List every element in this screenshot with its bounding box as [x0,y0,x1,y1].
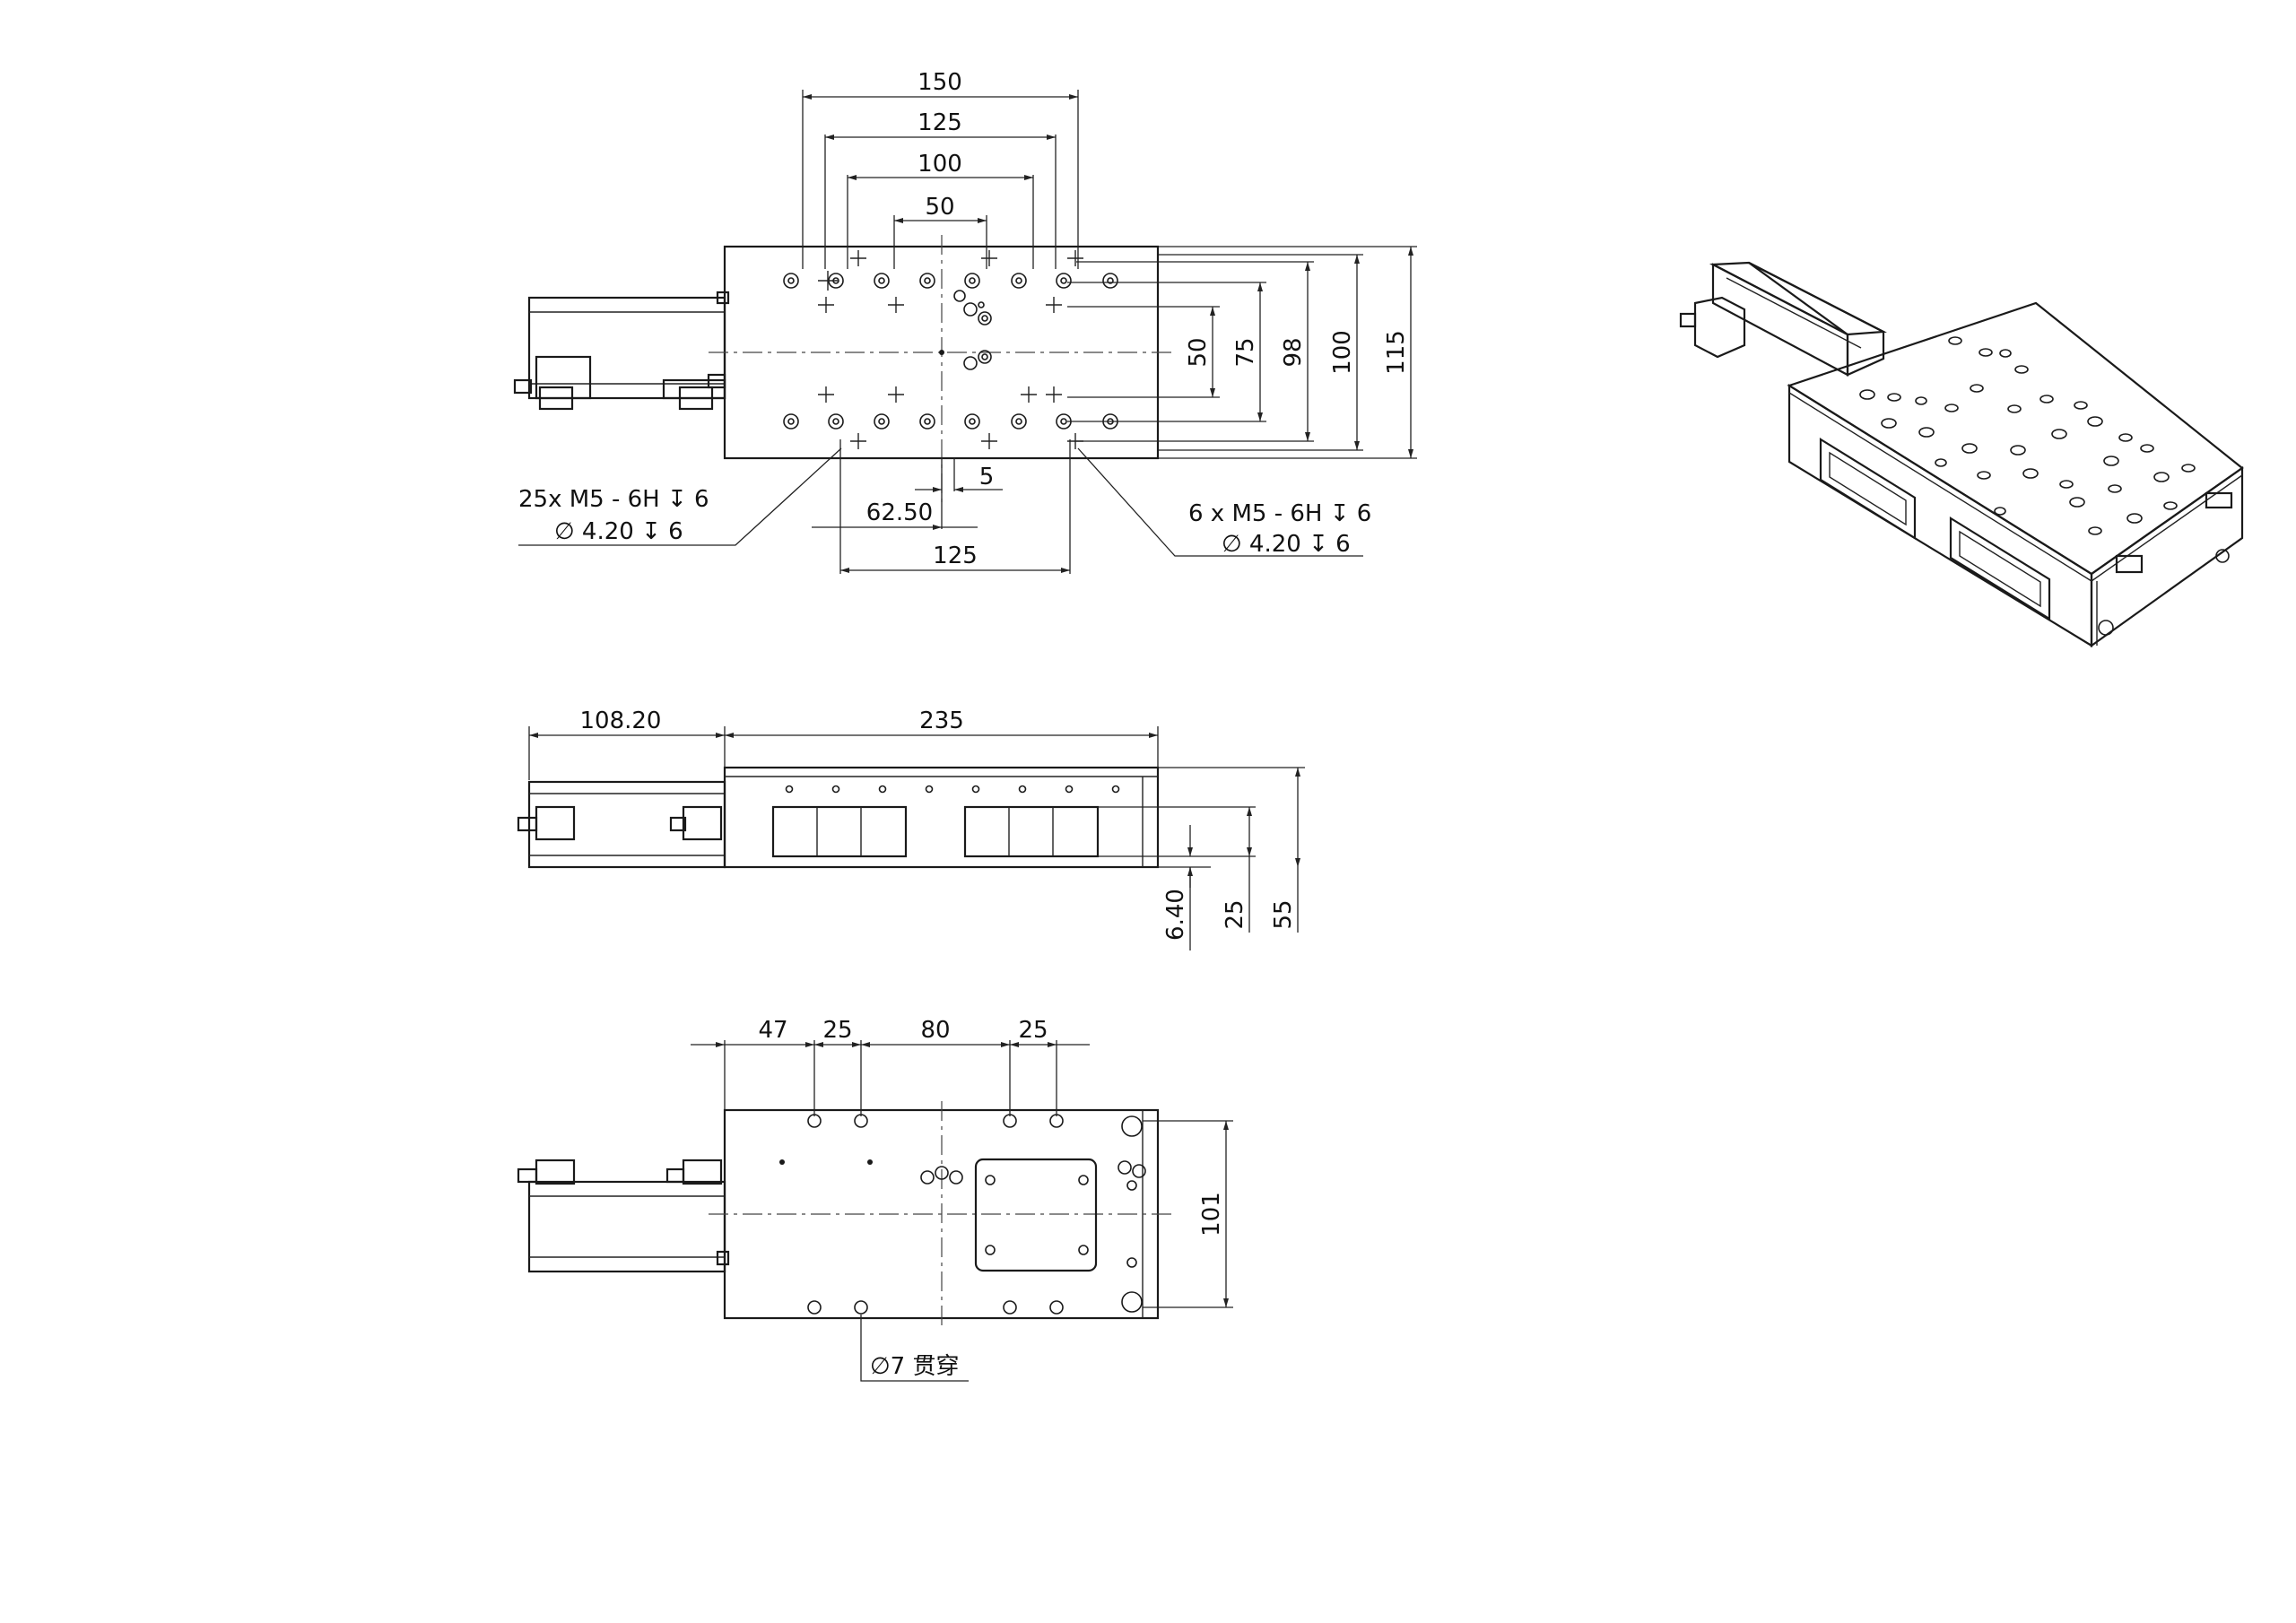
side-body-outline [723,766,1160,869]
iso-top-holes [1859,336,2196,535]
dim-25-b: 25 [1018,1017,1048,1044]
bottom-view: 47 25 80 25 101 ∅7 贯穿 [517,1017,1233,1382]
note-through-hole: ∅7 贯穿 [870,1353,959,1380]
side-small-holes [785,785,1120,794]
dim-47: 47 [758,1017,787,1044]
dim-100-top: 100 [918,151,962,178]
side-pocket-right [963,805,1100,858]
hole-crosses [818,250,1083,449]
dim-100-v: 100 [1329,330,1356,375]
side-dims: 108.20 235 6.40 25 55 [528,707,1305,950]
side-view: 108.20 235 6.40 25 55 [517,707,1305,950]
dim-98-v: 98 [1280,337,1307,367]
dim-50-v: 50 [1185,337,1212,367]
isometric-view [1679,261,2244,648]
top-holes [783,250,1118,449]
iso-table [1787,301,2244,648]
note-right-line1: 6 x M5 - 6H ↧ 6 [1188,500,1371,527]
dim-150: 150 [918,69,962,96]
dim-6-40: 6.40 [1162,889,1189,941]
dim-25-side: 25 [1222,899,1248,929]
top-dims-horizontal: 150 125 100 50 [802,69,1079,269]
center-holes [939,290,992,370]
note-left-line1: 25x M5 - 6H ↧ 6 [518,486,709,513]
top-dims-below: 5 62.50 125 [812,439,1071,574]
dim-55-side: 55 [1270,899,1297,929]
side-pocket-left [771,805,908,858]
side-motor [517,780,726,869]
dim-5: 5 [979,464,995,490]
dim-125-bottom: 125 [933,542,978,569]
iso-end-details [2098,491,2233,636]
top-motor [513,291,730,411]
note-left-line2: ∅ 4.20 ↧ 6 [554,518,683,545]
bottom-motor [517,1159,730,1273]
dim-25-a: 25 [822,1017,852,1044]
dim-235: 235 [919,707,964,734]
bottom-cover-plate [974,1158,1098,1272]
iso-motor [1679,261,1887,377]
dim-108-20: 108.20 [580,707,662,734]
dim-75-v: 75 [1232,337,1259,367]
dim-80: 80 [920,1017,950,1044]
note-right-line2: ∅ 4.20 ↧ 6 [1222,531,1351,558]
top-notes: 25x M5 - 6H ↧ 6 ∅ 4.20 ↧ 6 6 x M5 - 6H ↧… [518,447,1371,558]
top-view: 150 125 100 50 50 75 98 100 115 [513,69,1417,574]
dim-50-top: 50 [925,194,954,221]
dim-115-v: 115 [1383,330,1410,375]
hole-row-top [783,273,1118,289]
iso-side-pockets [1819,438,2051,621]
dim-125-top: 125 [918,109,962,136]
top-dims-vertical: 50 75 98 100 115 [1067,246,1417,459]
dim-101: 101 [1198,1192,1225,1237]
dim-62-50: 62.50 [866,499,933,526]
bottom-dims: 47 25 80 25 101 ∅7 贯穿 [691,1017,1233,1382]
